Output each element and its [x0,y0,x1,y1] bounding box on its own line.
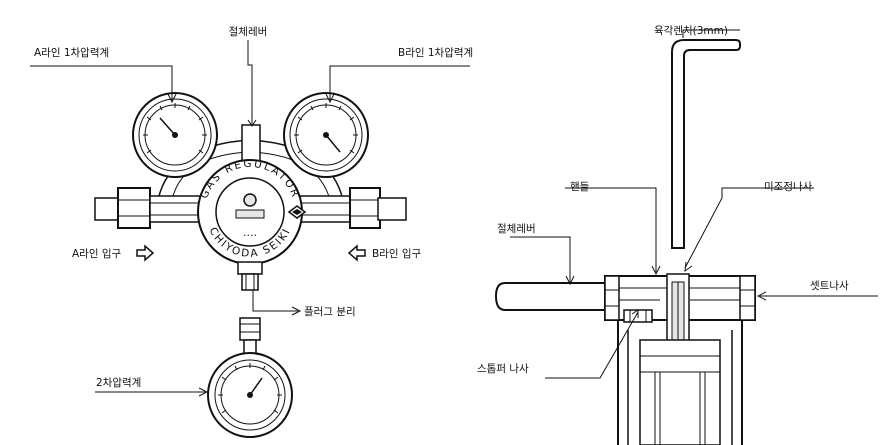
a-line-gauge-label: A라인 1차압력계 [34,46,109,59]
secondary-gauge [207,317,293,438]
handle-label: 핸들 [570,181,590,193]
a-line-inlet-label: A라인 입구 [72,247,122,260]
b-line-primary-gauge [283,92,369,178]
outlet-plug[interactable] [237,261,263,291]
regulator-lower-body [617,320,743,445]
stopper-screw-label: 스톱퍼 나사 [477,363,529,375]
b-line-gauge-label: B라인 1차압력계 [398,46,473,59]
cutoff-lever-right-label: 절체레버 [497,222,536,235]
b-line-inlet-arrow [347,244,366,262]
b-line-inlet-label: B라인 입구 [372,247,422,260]
secondary-gauge-label: 2차압력계 [96,376,141,389]
set-screw-label: 셋트나사 [810,280,849,292]
regulator-assembly: ‥‥ GAS REGULATOR CHIYODA SEIKI [30,25,473,438]
right-leader-lines [510,29,878,379]
fine-adjust-screw-label: 미조정나사 [764,181,813,193]
a-line-inlet-arrow [136,244,155,262]
plug-separation-label: 플러그 분리 [304,306,356,318]
a-line-inlet-fitting [94,187,201,229]
b-line-inlet-fitting [299,187,407,229]
svg-text:‥‥: ‥‥ [243,227,257,239]
cutoff-lever-label: 절체레버 [229,25,268,38]
handle-detail: 육각렌치(3mm) 핸들 미조정나사 절체레버 셋트나사 스톱퍼 나사 [477,25,878,445]
hex-wrench-label: 육각렌치(3mm) [654,25,728,37]
left-leader-lines [30,40,470,397]
hex-wrench[interactable] [671,39,741,249]
cutoff-lever-horizontal[interactable] [494,282,606,311]
a-line-primary-gauge [132,92,218,178]
